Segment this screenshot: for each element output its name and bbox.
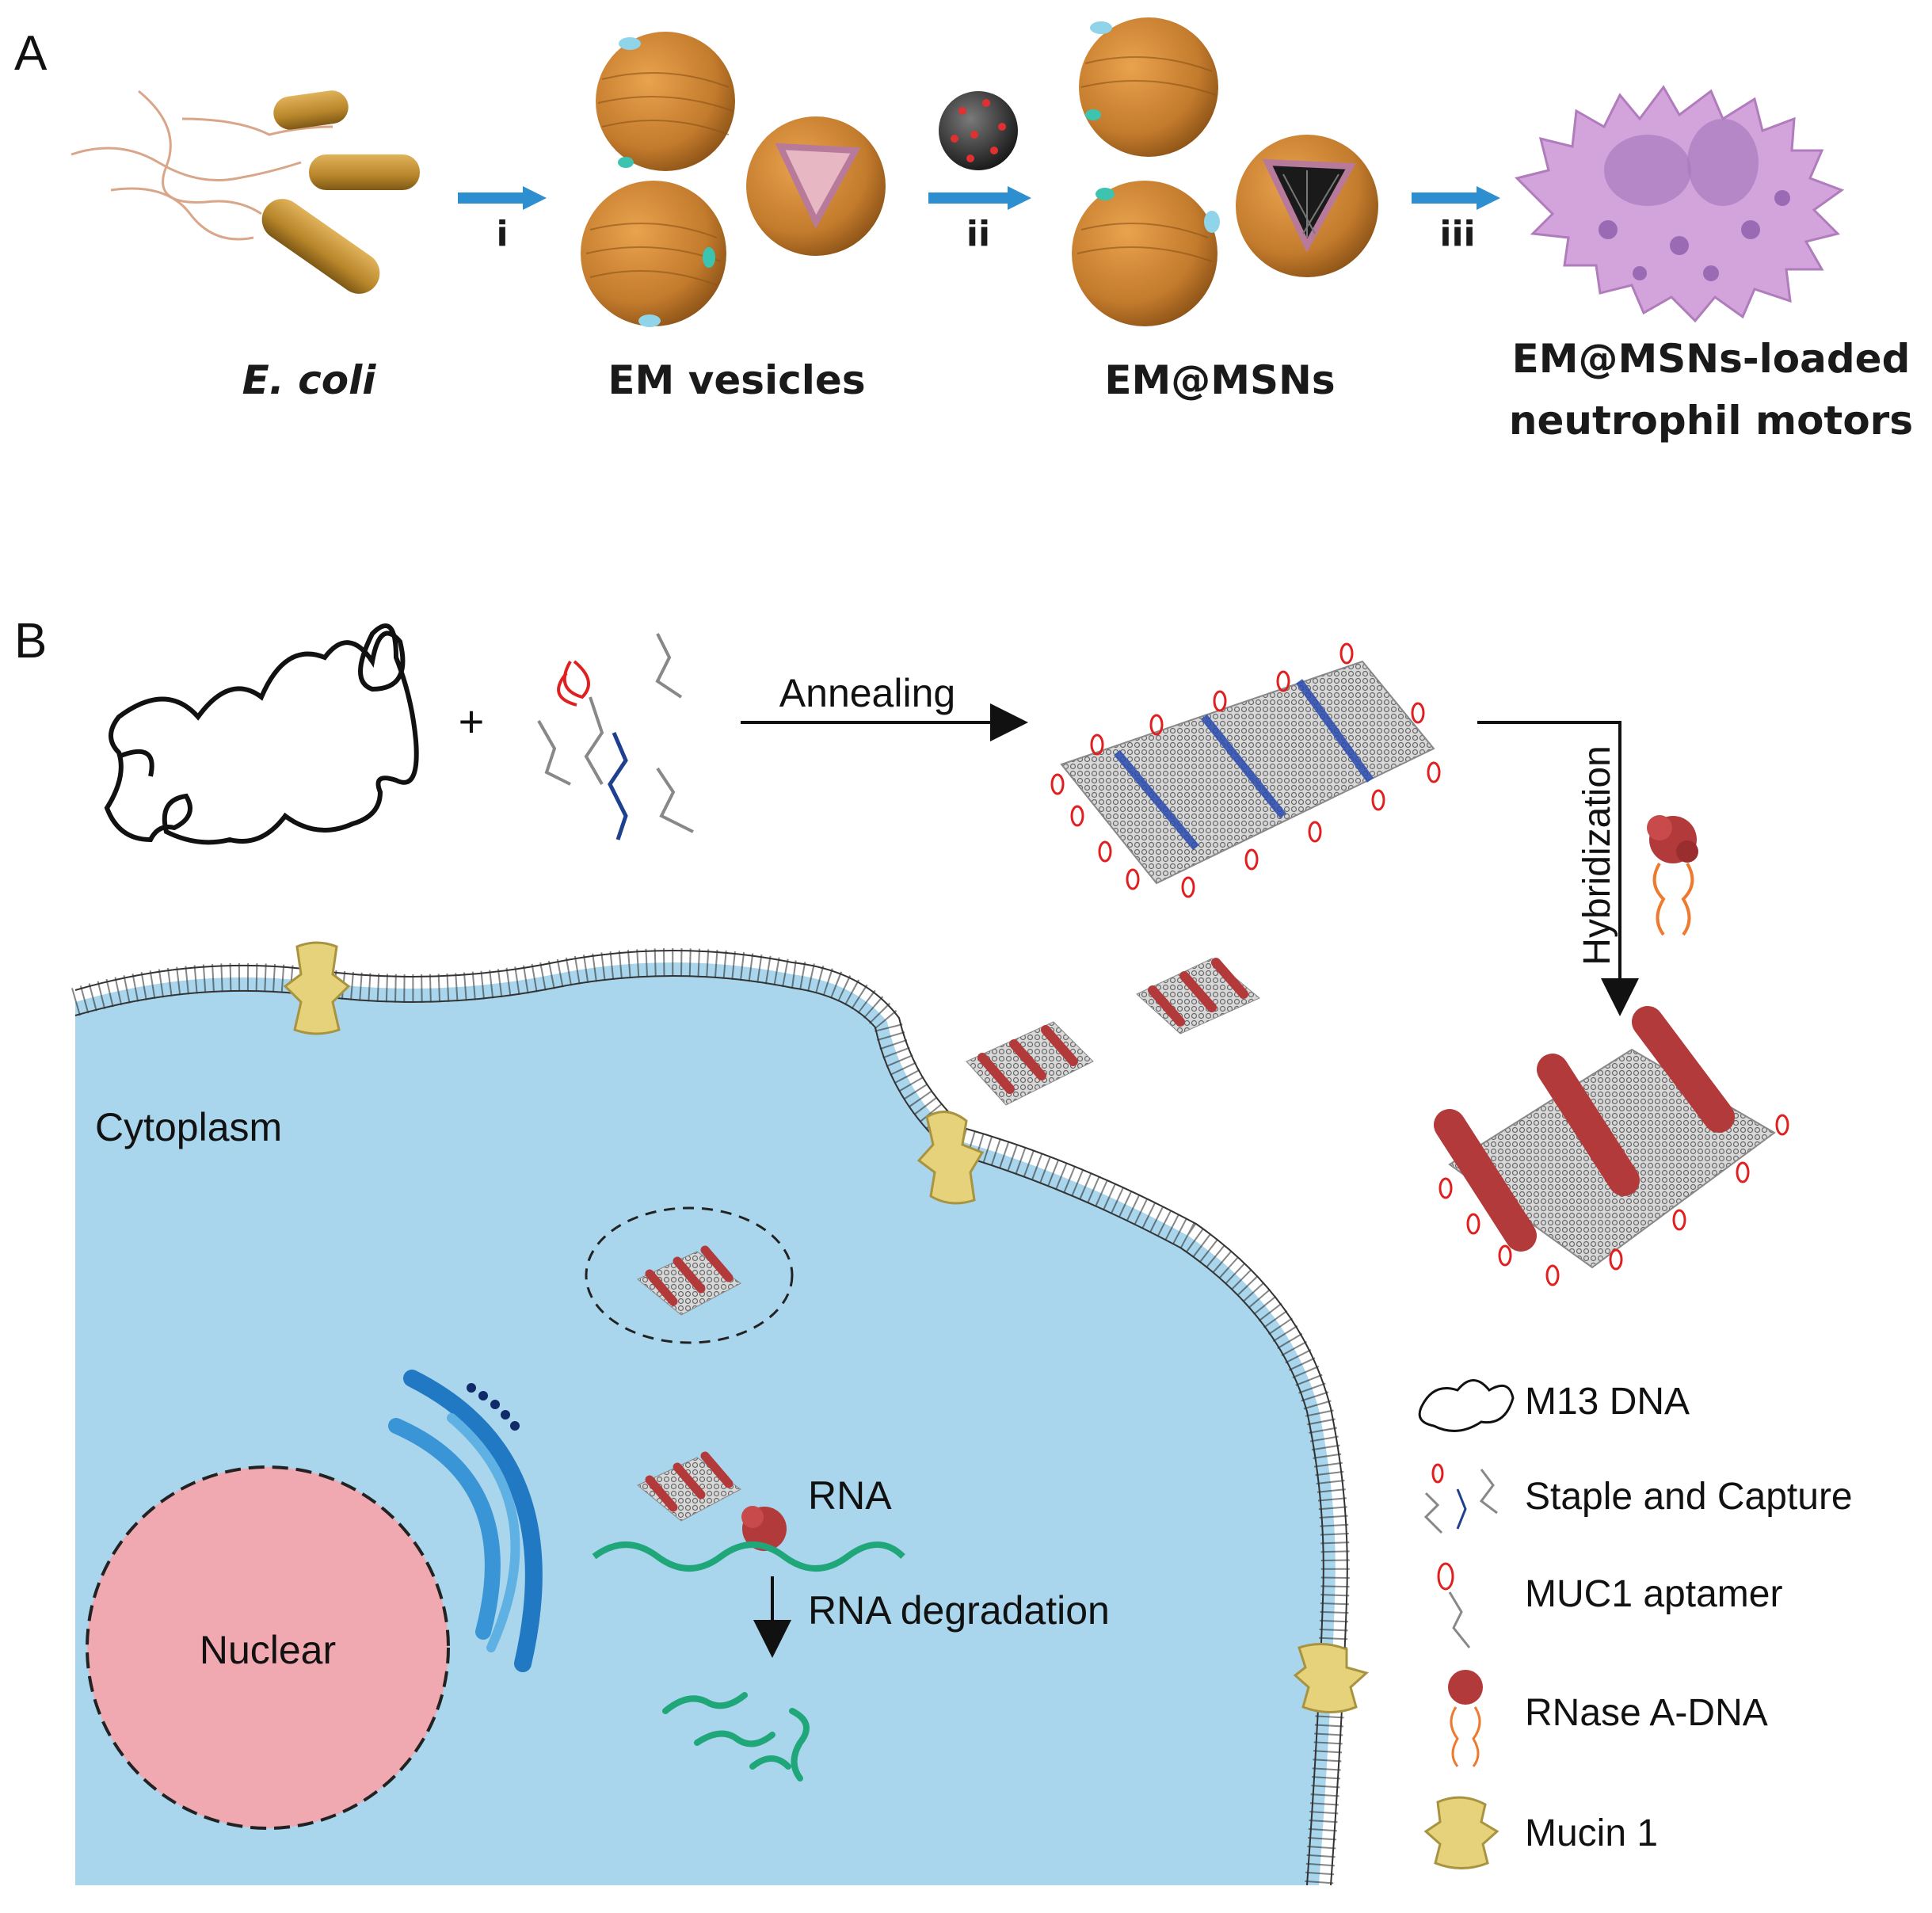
arrow-i: i xyxy=(458,186,547,254)
endoplasmic-reticulum xyxy=(388,1370,543,1672)
hybridization-arrow xyxy=(1477,721,1639,1016)
m13-dna-strand xyxy=(104,623,419,845)
legend-label-muc1-aptamer: MUC1 aptamer xyxy=(1525,1573,1782,1615)
panel-a-label: A xyxy=(14,26,48,81)
panel-a: A E. coli i xyxy=(14,17,1913,444)
staple-strands-illustration xyxy=(537,633,694,840)
ribosome-dots xyxy=(467,1383,520,1431)
hybridization-label: Hybridization xyxy=(1576,745,1618,965)
cytoplasm-label: Cytoplasm xyxy=(95,1105,282,1149)
origami-nanostructure xyxy=(1136,958,1260,1035)
legend-item-rnase-a-dna: RNase A-DNA xyxy=(1448,1670,1768,1767)
endosome-vesicle xyxy=(585,1206,794,1344)
legend-item-m13-dna: M13 DNA xyxy=(1418,1379,1690,1432)
arrow-iii: iii xyxy=(1412,186,1500,254)
mucin-1-protein xyxy=(283,941,351,1035)
caption-ecoli: E. coli xyxy=(242,357,377,403)
rna-degradation-label: RNA degradation xyxy=(808,1588,1110,1633)
rna-label: RNA xyxy=(808,1473,892,1518)
step-ii-label: ii xyxy=(966,214,990,254)
nuclear-label: Nuclear xyxy=(200,1628,336,1672)
msn-nanoparticle xyxy=(939,91,1018,170)
rnase-dna-conjugate xyxy=(1647,815,1698,936)
legend-label-mucin-1: Mucin 1 xyxy=(1525,1812,1658,1854)
em-msns-illustration xyxy=(1072,17,1378,326)
mucin-1-protein xyxy=(1293,1643,1370,1713)
legend: M13 DNA Staple and Capture MUC1 aptamer … xyxy=(1418,1379,1853,1869)
legend-label-rnase-a-dna: RNase A-DNA xyxy=(1525,1692,1768,1734)
caption-motors-line2: neutrophil motors xyxy=(1509,398,1913,444)
nucleus xyxy=(86,1465,450,1830)
rna-strand xyxy=(592,1541,905,1572)
legend-item-staple-capture: Staple and Capture xyxy=(1423,1463,1853,1534)
neutrophil-motor-illustration xyxy=(1515,85,1845,323)
rna-fragments xyxy=(662,1692,810,1782)
origami-nanostructure xyxy=(966,1021,1094,1106)
arrow-ii: ii xyxy=(928,186,1031,254)
panel-b: B + Annealing xyxy=(14,614,1853,1887)
mucin-1-protein xyxy=(916,1111,985,1205)
caption-em-vesicles: EM vesicles xyxy=(608,357,865,403)
dna-origami-sheet xyxy=(1050,642,1441,898)
em-vesicles-illustration xyxy=(581,32,886,327)
annealing-label: Annealing xyxy=(779,671,955,715)
panel-b-label: B xyxy=(14,614,47,669)
step-i-label: i xyxy=(496,214,508,254)
origami-in-endosome xyxy=(637,1245,741,1316)
legend-item-mucin-1: Mucin 1 xyxy=(1423,1796,1658,1869)
legend-label-staple-capture: Staple and Capture xyxy=(1525,1476,1853,1518)
step-iii-label: iii xyxy=(1439,214,1475,254)
caption-em-msns: EM@MSNs xyxy=(1104,357,1335,403)
legend-item-muc1-aptamer: MUC1 aptamer xyxy=(1437,1562,1782,1648)
caption-motors-line1: EM@MSNs-loaded xyxy=(1512,336,1911,382)
origami-hybridized-large xyxy=(1434,1006,1789,1286)
origami-with-rnase xyxy=(637,1451,787,1551)
ecoli-illustration xyxy=(70,90,420,294)
plus-sign: + xyxy=(459,696,485,746)
legend-label-m13-dna: M13 DNA xyxy=(1525,1381,1690,1423)
